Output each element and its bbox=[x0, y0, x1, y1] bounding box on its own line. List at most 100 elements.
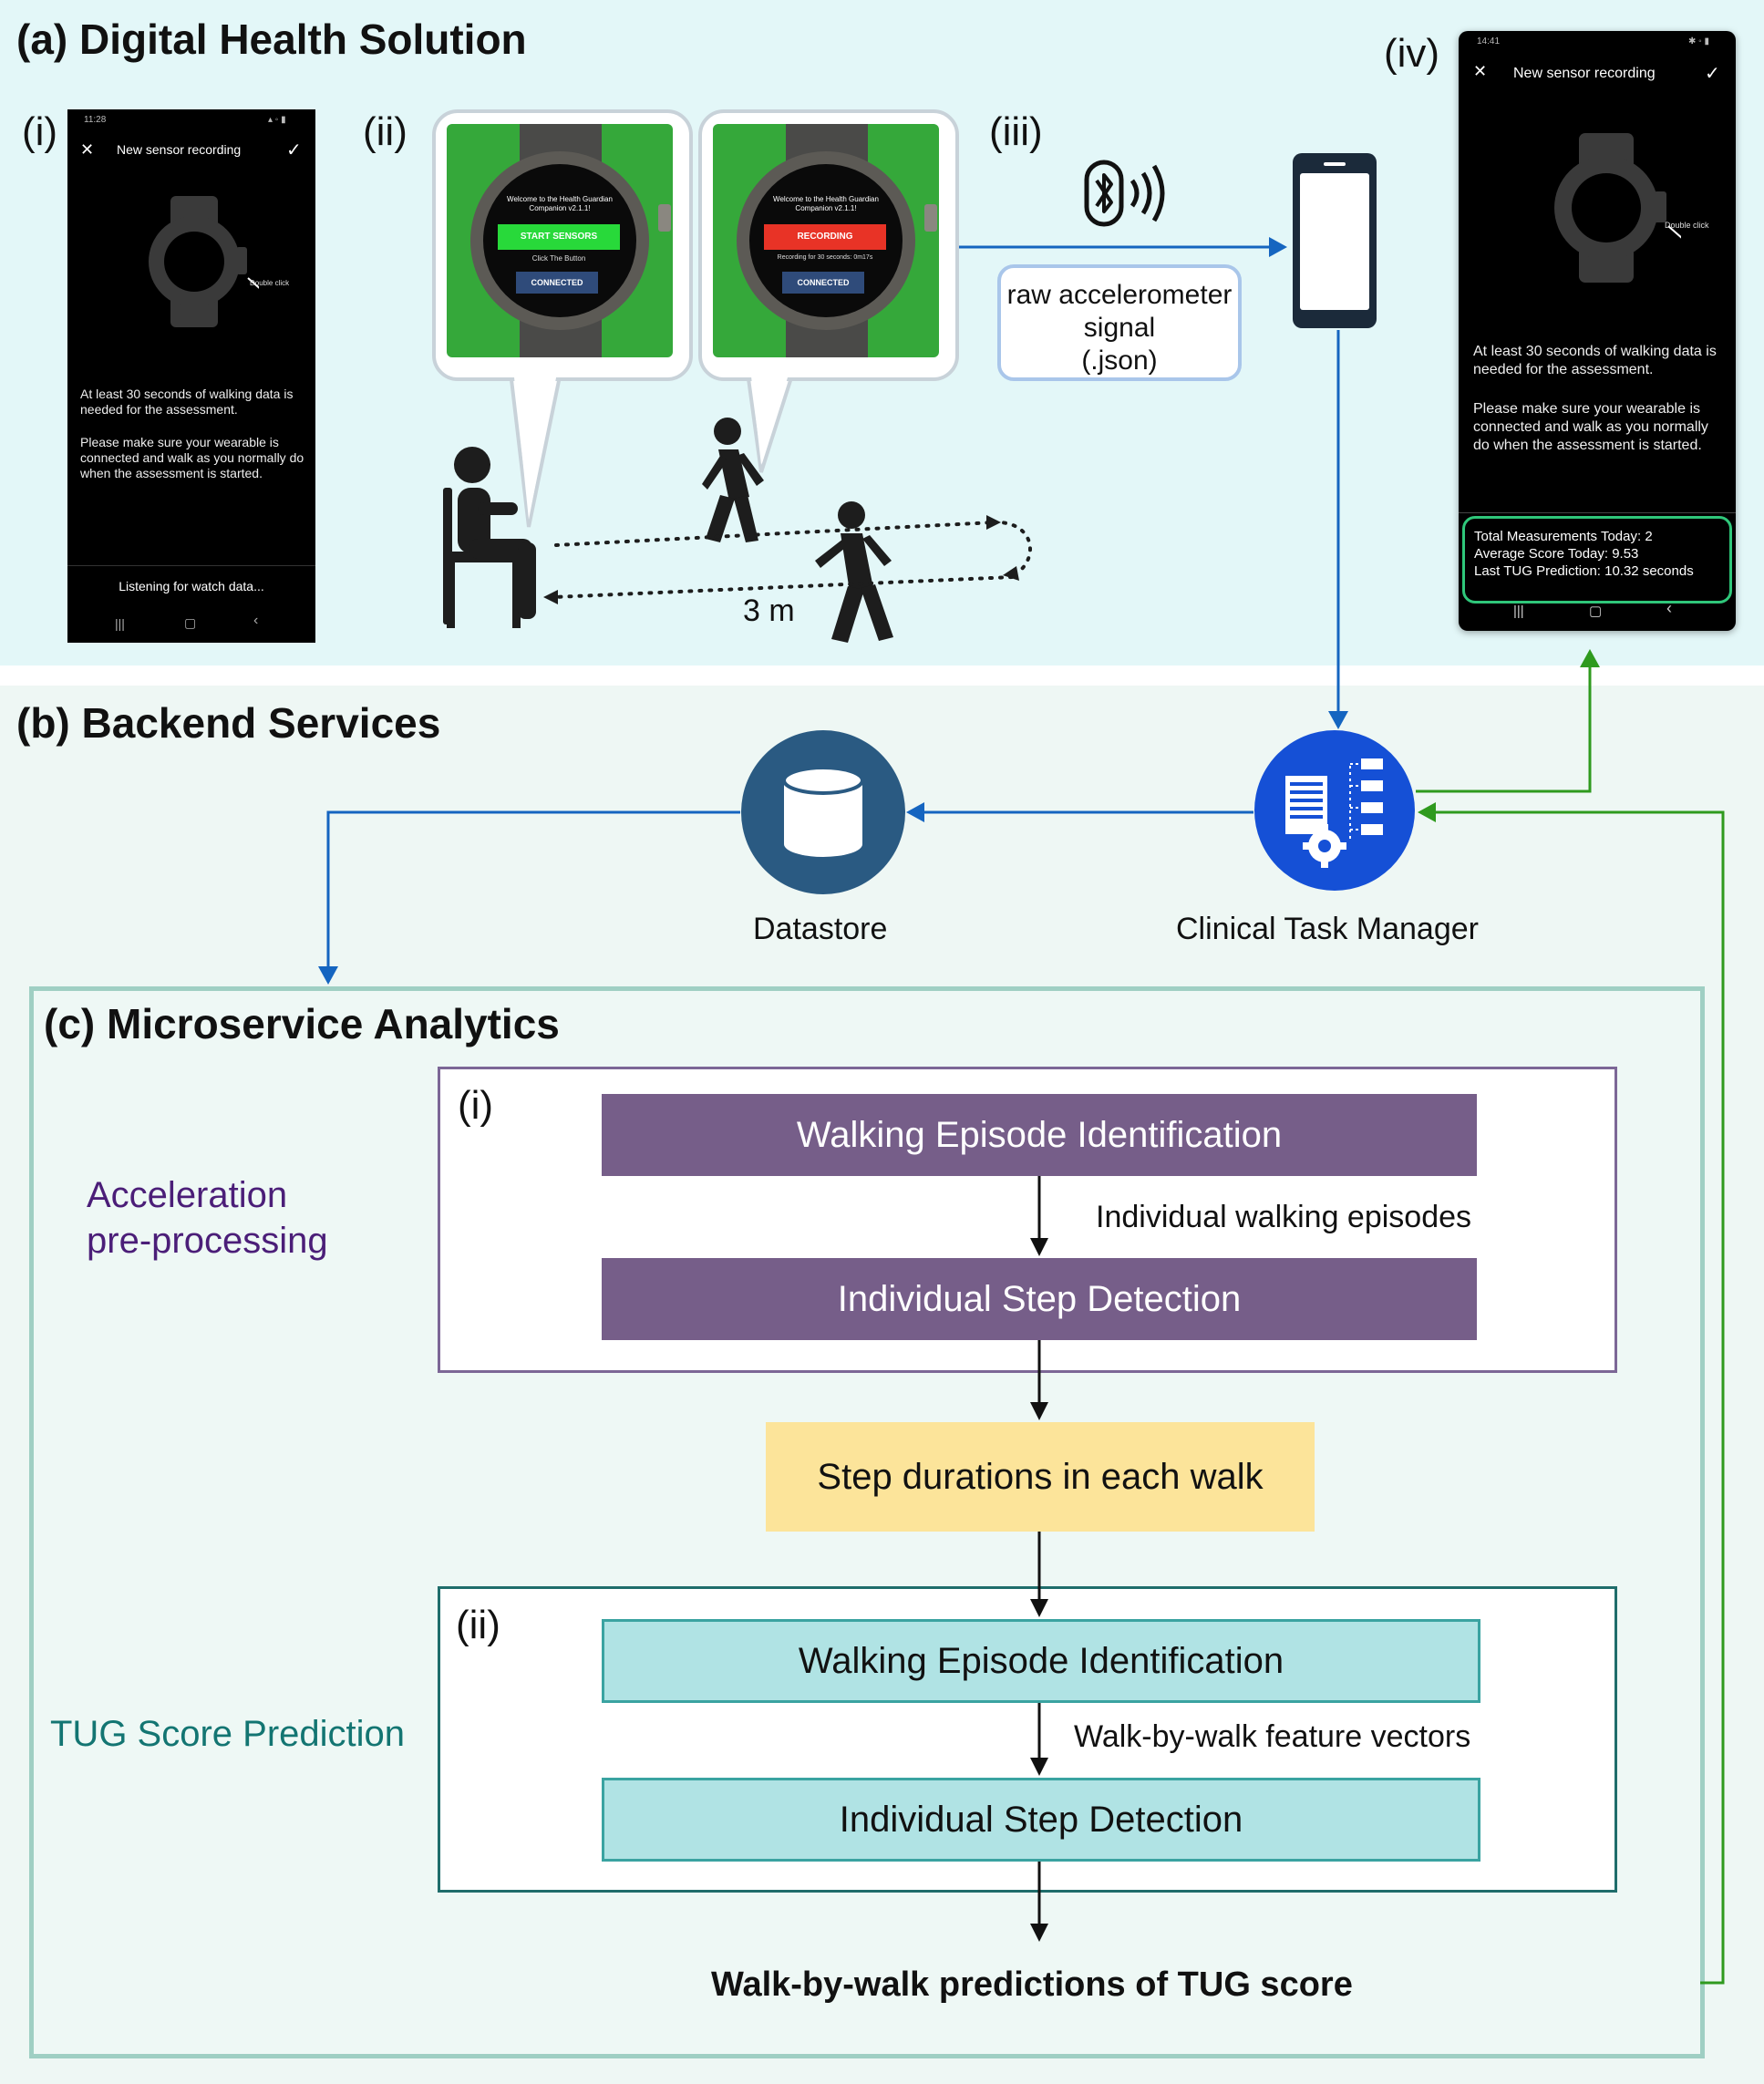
label-i: (i) bbox=[22, 109, 58, 154]
bubble-tail-cover bbox=[513, 368, 790, 520]
check-icon[interactable]: ✓ bbox=[1705, 64, 1720, 84]
divider bbox=[1459, 512, 1736, 513]
label-iv: (iv) bbox=[1384, 31, 1440, 76]
datastore-icon bbox=[741, 730, 905, 894]
phone-i-text-2: Please make sure your wearable is connec… bbox=[80, 435, 304, 480]
close-icon[interactable]: ✕ bbox=[1473, 62, 1488, 80]
stat-average-score: Average Score Today: 9.53 bbox=[1474, 546, 1639, 562]
walking-person-icon bbox=[702, 418, 764, 542]
raw-signal-box: raw accelerometer signal (.json) bbox=[997, 264, 1242, 381]
tug-test-illustration bbox=[443, 418, 1032, 643]
watch-photo-start: Welcome to the Health Guardian Companion… bbox=[447, 124, 673, 357]
clinical-task-manager-label: Clinical Task Manager bbox=[1176, 912, 1479, 946]
path-arrowhead bbox=[1003, 566, 1019, 581]
watch-welcome-text: Welcome to the Health Guardian Companion… bbox=[507, 195, 613, 212]
stats-panel: Total Measurements Today: 2 Average Scor… bbox=[1462, 516, 1732, 604]
arrowhead bbox=[1030, 1402, 1048, 1420]
walking-path bbox=[552, 520, 1032, 599]
phone-screenshot-i: 11:28 ▴ ◦ ▮ ✕ New sensor recording ✓ Dou… bbox=[67, 109, 315, 643]
check-icon[interactable]: ✓ bbox=[286, 140, 302, 160]
arrow-datastore-to-analytics bbox=[326, 810, 740, 966]
arrowhead bbox=[1580, 649, 1600, 667]
smartphone-icon bbox=[1293, 153, 1377, 328]
watch-icon bbox=[149, 196, 259, 327]
stat-total-measurements: Total Measurements Today: 2 bbox=[1474, 529, 1653, 544]
nav-recents-icon[interactable]: ||| bbox=[115, 616, 125, 631]
raw-signal-line-1: raw accelerometer bbox=[1006, 280, 1233, 310]
arrowhead bbox=[1030, 1599, 1048, 1617]
status-time: 14:41 bbox=[1477, 36, 1501, 46]
arrowhead bbox=[906, 802, 924, 822]
nav-home-icon[interactable]: ▢ bbox=[184, 615, 197, 630]
watch-photo-recording: Welcome to the Health Guardian Companion… bbox=[713, 124, 939, 357]
raw-signal-line-2: signal bbox=[1083, 313, 1156, 343]
close-icon[interactable]: ✕ bbox=[80, 140, 95, 159]
individual-walking-episodes-label: Individual walking episodes bbox=[1096, 1200, 1472, 1234]
walking-episode-identification-box: Walking Episode Identification bbox=[602, 1094, 1477, 1176]
side-label-line-1: Acceleration bbox=[87, 1175, 288, 1215]
acceleration-preprocessing-label: Acceleration pre-processing bbox=[87, 1172, 328, 1264]
side-label-line-2: pre-processing bbox=[87, 1221, 328, 1261]
status-time: 11:28 bbox=[84, 115, 107, 125]
section-a-title: (a) Digital Health Solution bbox=[16, 15, 527, 63]
phone-iv-title: New sensor recording bbox=[1513, 66, 1656, 81]
final-prediction-label: Walk-by-walk predictions of TUG score bbox=[711, 1965, 1353, 2004]
arrowhead bbox=[1030, 1238, 1048, 1256]
listening-status: Listening for watch data... bbox=[119, 579, 264, 593]
clinical-task-manager-icon bbox=[1254, 730, 1415, 891]
phone-iv-text-2: Please make sure your wearable is connec… bbox=[1473, 401, 1708, 453]
double-click-hint: Double click bbox=[250, 279, 290, 287]
recording-button[interactable]: RECORDING bbox=[764, 224, 886, 250]
arrowhead bbox=[1269, 237, 1287, 257]
step-durations-box: Step durations in each walk bbox=[766, 1422, 1315, 1532]
nav-recents-icon[interactable]: ||| bbox=[1513, 604, 1524, 619]
sitting-person-icon bbox=[454, 447, 536, 619]
stat-last-prediction: Last TUG Prediction: 10.32 seconds bbox=[1474, 563, 1694, 579]
section-b-title: (b) Backend Services bbox=[16, 699, 441, 747]
start-sensors-button[interactable]: START SENSORS bbox=[498, 224, 620, 250]
path-arrowhead bbox=[543, 590, 558, 604]
watch-welcome-text: Welcome to the Health Guardian Companion… bbox=[773, 195, 879, 212]
phone-i-title: New sensor recording bbox=[117, 142, 242, 157]
arrowhead bbox=[1030, 1758, 1048, 1776]
arrowhead bbox=[318, 966, 338, 985]
pane-i-label: (i) bbox=[458, 1083, 494, 1128]
walk-feature-vectors-label: Walk-by-walk feature vectors bbox=[1074, 1719, 1471, 1754]
nav-back-icon[interactable]: ‹ bbox=[1666, 599, 1672, 617]
label-ii: (ii) bbox=[363, 109, 407, 154]
distance-label: 3 m bbox=[743, 593, 795, 628]
divider bbox=[67, 565, 315, 566]
walking-episode-identification-box-2: Walking Episode Identification bbox=[602, 1619, 1480, 1703]
arrow-predictions-to-task-manager bbox=[1436, 810, 1725, 1985]
watch-icon bbox=[1554, 133, 1681, 283]
phone-iv-text-1: At least 30 seconds of walking data is n… bbox=[1473, 344, 1717, 377]
section-c-title: (c) Microservice Analytics bbox=[44, 1000, 560, 1047]
nav-home-icon[interactable]: ▢ bbox=[1589, 604, 1603, 619]
double-click-hint: Double click bbox=[1665, 221, 1709, 230]
individual-step-detection-box-2: Individual Step Detection bbox=[602, 1778, 1480, 1862]
walking-person-icon bbox=[815, 501, 893, 643]
label-iii: (iii) bbox=[989, 109, 1043, 154]
pane-ii-label: (ii) bbox=[456, 1603, 500, 1647]
watch-hint: Click The Button bbox=[531, 254, 586, 263]
arrowhead bbox=[1418, 802, 1436, 822]
datastore-label: Datastore bbox=[753, 912, 888, 946]
phone-i-text-1: At least 30 seconds of walking data is n… bbox=[80, 387, 294, 417]
status-icons: ▴ ◦ ▮ bbox=[268, 115, 286, 125]
path-arrowhead bbox=[986, 515, 1001, 530]
bluetooth-icon bbox=[1084, 160, 1165, 227]
arrowhead bbox=[1328, 711, 1348, 729]
connected-badge: CONNECTED bbox=[516, 272, 598, 294]
nav-back-icon[interactable]: ‹ bbox=[253, 613, 259, 628]
recording-timer: Recording for 30 seconds: 0m17s bbox=[777, 254, 873, 261]
arrowhead bbox=[1030, 1924, 1048, 1942]
status-icons: ✱ ◦ ▮ bbox=[1688, 36, 1709, 46]
raw-signal-line-3: (.json) bbox=[1081, 346, 1158, 376]
arrow-task-manager-to-app bbox=[1416, 667, 1592, 793]
connected-badge: CONNECTED bbox=[782, 272, 864, 294]
phone-screenshot-iv: 14:41 ✱ ◦ ▮ ✕ New sensor recording ✓ Dou… bbox=[1459, 31, 1736, 631]
individual-step-detection-box: Individual Step Detection bbox=[602, 1258, 1477, 1340]
tug-score-prediction-label: TUG Score Prediction bbox=[50, 1714, 406, 1754]
